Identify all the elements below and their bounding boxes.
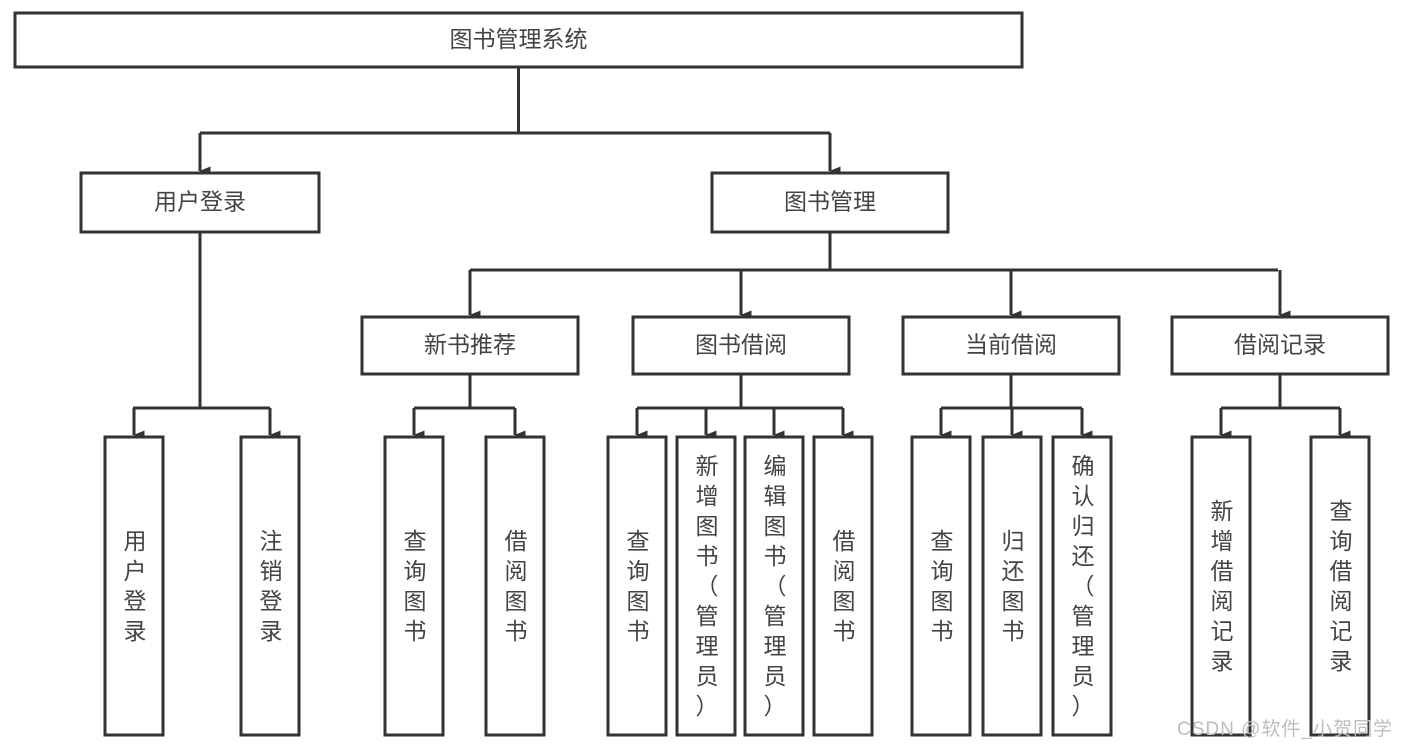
node-box-confirm-return-admin[interactable] bbox=[1051, 435, 1113, 737]
node-box-user-login-do[interactable] bbox=[103, 435, 165, 737]
node-root[interactable]: 图书管理系统 bbox=[13, 11, 1024, 69]
node-label-root: 图书管理系统 bbox=[450, 26, 588, 52]
node-label-new-book-recommend: 新书推荐 bbox=[424, 332, 516, 358]
node-box-book-management[interactable] bbox=[710, 171, 950, 234]
node-query-book-1[interactable]: 查询图书 bbox=[383, 435, 445, 737]
node-label-edit-book-admin: 编辑图书（管理员） bbox=[764, 453, 787, 719]
node-box-query-book-3[interactable] bbox=[910, 435, 972, 737]
node-borrow-book-2[interactable]: 借阅图书 bbox=[812, 435, 874, 737]
node-query-borrow-record[interactable]: 查询借阅记录 bbox=[1309, 435, 1371, 737]
node-box-query-book-2[interactable] bbox=[606, 435, 668, 737]
node-label-book-borrow: 图书借阅 bbox=[695, 332, 787, 358]
node-box-borrow-book-1[interactable] bbox=[484, 435, 546, 737]
node-query-book-2[interactable]: 查询图书 bbox=[606, 435, 668, 737]
node-current-borrow[interactable]: 当前借阅 bbox=[901, 315, 1121, 376]
node-box-add-book-admin[interactable] bbox=[675, 435, 737, 737]
node-label-user-logout: 注销登录 bbox=[260, 528, 283, 644]
node-box-add-borrow-record[interactable] bbox=[1190, 435, 1252, 737]
node-label-borrow-book-1: 借阅图书 bbox=[505, 528, 528, 644]
node-label-user-login-do: 用户登录 bbox=[124, 528, 147, 644]
node-edit-book-admin[interactable]: 编辑图书（管理员） bbox=[743, 435, 805, 737]
node-user-login-do[interactable]: 用户登录 bbox=[103, 435, 165, 737]
node-box-query-book-1[interactable] bbox=[383, 435, 445, 737]
node-label-current-borrow: 当前借阅 bbox=[965, 332, 1057, 358]
node-box-query-borrow-record[interactable] bbox=[1309, 435, 1371, 737]
node-label-query-book-1: 查询图书 bbox=[404, 528, 427, 644]
node-box-borrow-book-2[interactable] bbox=[812, 435, 874, 737]
node-label-return-book: 归还图书 bbox=[1002, 528, 1025, 644]
node-box-root[interactable] bbox=[13, 11, 1024, 69]
node-label-borrow-records: 借阅记录 bbox=[1234, 332, 1326, 358]
node-book-management[interactable]: 图书管理 bbox=[710, 171, 950, 234]
node-label-add-borrow-record: 新增借阅记录 bbox=[1211, 498, 1234, 674]
node-query-book-3[interactable]: 查询图书 bbox=[910, 435, 972, 737]
node-boxes: 图书管理系统用户登录图书管理用户登录注销登录新书推荐查询图书借阅图书图书借阅查询… bbox=[13, 11, 1390, 737]
node-label-book-management: 图书管理 bbox=[784, 189, 876, 215]
node-add-book-admin[interactable]: 新增图书（管理员） bbox=[675, 435, 737, 737]
node-label-add-book-admin: 新增图书（管理员） bbox=[696, 453, 719, 719]
node-label-user-login: 用户登录 bbox=[154, 189, 246, 215]
node-box-current-borrow[interactable] bbox=[901, 315, 1121, 376]
node-box-user-login[interactable] bbox=[79, 171, 321, 234]
node-borrow-records[interactable]: 借阅记录 bbox=[1170, 315, 1390, 376]
node-label-query-book-2: 查询图书 bbox=[627, 528, 650, 644]
node-new-book-recommend[interactable]: 新书推荐 bbox=[360, 315, 580, 376]
node-return-book[interactable]: 归还图书 bbox=[981, 435, 1043, 737]
node-box-book-borrow[interactable] bbox=[631, 315, 851, 376]
node-add-borrow-record[interactable]: 新增借阅记录 bbox=[1190, 435, 1252, 737]
node-box-edit-book-admin[interactable] bbox=[743, 435, 805, 737]
node-book-borrow[interactable]: 图书借阅 bbox=[631, 315, 851, 376]
node-label-confirm-return-admin: 确认归还（管理员） bbox=[1072, 453, 1095, 719]
node-user-login[interactable]: 用户登录 bbox=[79, 171, 321, 234]
node-box-user-logout[interactable] bbox=[239, 435, 301, 737]
node-box-new-book-recommend[interactable] bbox=[360, 315, 580, 376]
node-borrow-book-1[interactable]: 借阅图书 bbox=[484, 435, 546, 737]
node-label-query-borrow-record: 查询借阅记录 bbox=[1330, 498, 1353, 674]
node-user-logout[interactable]: 注销登录 bbox=[239, 435, 301, 737]
node-confirm-return-admin[interactable]: 确认归还（管理员） bbox=[1051, 435, 1113, 737]
node-label-query-book-3: 查询图书 bbox=[931, 528, 954, 644]
node-box-return-book[interactable] bbox=[981, 435, 1043, 737]
node-box-borrow-records[interactable] bbox=[1170, 315, 1390, 376]
node-label-borrow-book-2: 借阅图书 bbox=[833, 528, 856, 644]
connector-links bbox=[132, 67, 1351, 440]
